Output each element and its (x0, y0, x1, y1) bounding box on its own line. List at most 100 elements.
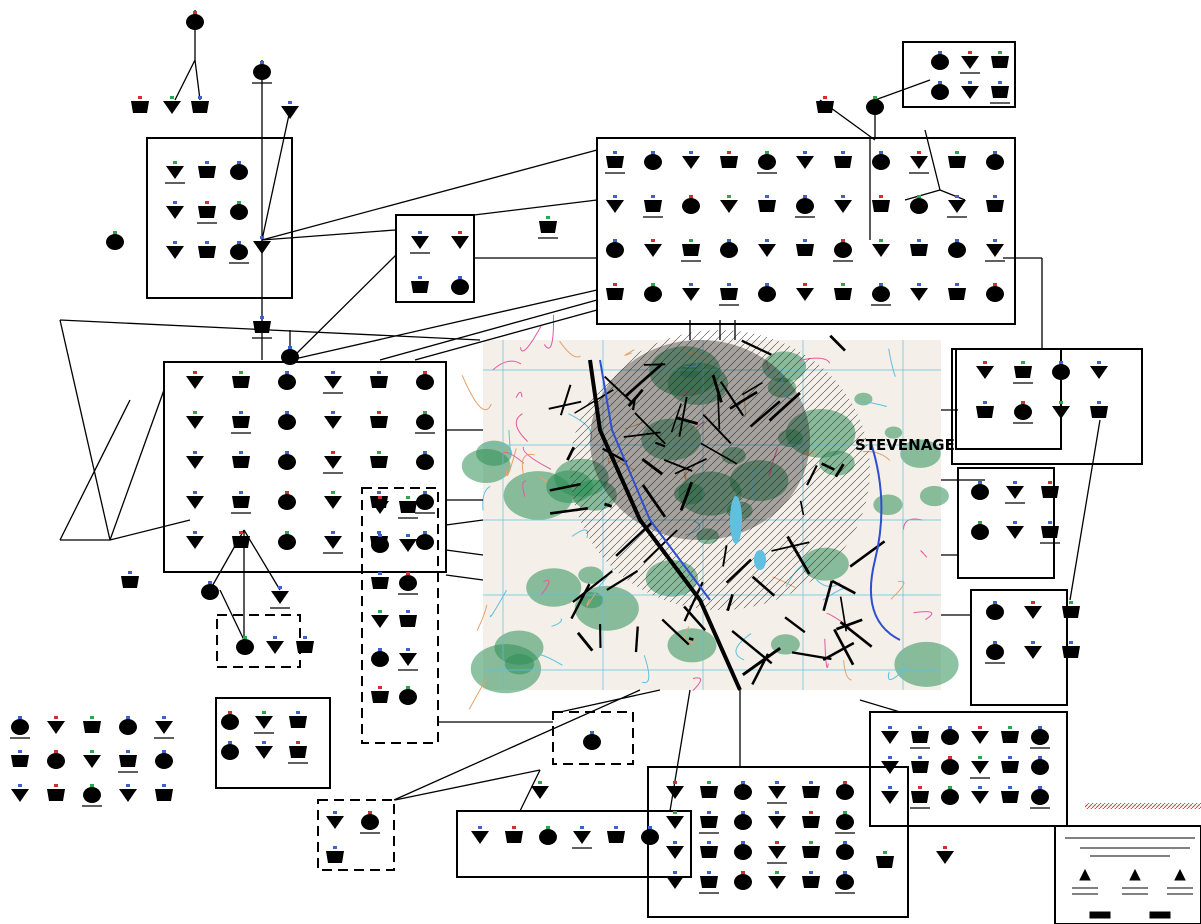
device-node[interactable] (278, 491, 296, 510)
base-map[interactable]: STEVENAGE (462, 315, 959, 709)
device-node[interactable] (278, 451, 296, 470)
device-node[interactable] (881, 786, 899, 804)
device-node[interactable] (986, 195, 1004, 212)
device-node[interactable] (266, 636, 284, 654)
device-node[interactable] (371, 572, 389, 589)
device-node[interactable] (758, 195, 776, 212)
device-node[interactable] (278, 411, 296, 430)
device-node[interactable] (872, 239, 890, 257)
device-node[interactable] (767, 841, 787, 863)
device-node[interactable] (720, 151, 738, 168)
device-node[interactable] (323, 531, 343, 553)
device-node[interactable] (682, 195, 700, 214)
device-node[interactable] (835, 871, 855, 893)
device-node[interactable] (281, 346, 299, 365)
device-node[interactable] (323, 371, 343, 393)
device-node[interactable] (644, 151, 662, 170)
device-node[interactable] (985, 239, 1005, 261)
device-node[interactable] (976, 401, 994, 418)
device-node[interactable] (236, 636, 254, 655)
device-node[interactable] (538, 216, 558, 238)
device-node[interactable] (681, 239, 701, 261)
device-node[interactable] (1062, 641, 1080, 658)
device-node[interactable] (872, 151, 890, 170)
device-node[interactable] (881, 726, 899, 744)
device-node[interactable] (796, 239, 814, 256)
device-node[interactable] (118, 750, 138, 772)
device-node[interactable] (796, 283, 814, 301)
device-node[interactable] (326, 811, 344, 829)
device-node[interactable] (255, 741, 273, 759)
device-node[interactable] (231, 411, 251, 433)
device-node[interactable] (83, 716, 101, 733)
device-node[interactable] (666, 871, 684, 889)
device-node[interactable] (816, 96, 834, 113)
device-node[interactable] (1005, 481, 1025, 503)
device-node[interactable] (155, 750, 173, 769)
device-node[interactable] (231, 491, 251, 513)
device-node[interactable] (1013, 361, 1033, 383)
device-node[interactable] (881, 756, 899, 774)
device-node[interactable] (757, 151, 777, 173)
device-node[interactable] (795, 195, 815, 217)
device-node[interactable] (909, 151, 929, 173)
device-node[interactable] (971, 786, 989, 804)
device-node[interactable] (163, 96, 181, 114)
device-node[interactable] (415, 411, 435, 433)
device-node[interactable] (471, 826, 489, 844)
device-node[interactable] (1013, 401, 1033, 423)
device-node[interactable] (186, 411, 204, 429)
device-node[interactable] (1001, 756, 1019, 773)
device-node[interactable] (399, 534, 417, 552)
device-node[interactable] (121, 571, 139, 588)
device-node[interactable] (539, 826, 557, 845)
device-node[interactable] (296, 636, 314, 653)
device-node[interactable] (948, 283, 966, 300)
device-node[interactable] (198, 161, 216, 178)
device-node[interactable] (370, 451, 388, 468)
device-node[interactable] (910, 786, 930, 808)
device-node[interactable] (872, 195, 890, 212)
device-node[interactable] (1062, 601, 1080, 618)
device-node[interactable] (232, 531, 250, 548)
device-node[interactable] (416, 451, 434, 470)
device-node[interactable] (324, 491, 342, 509)
device-node[interactable] (911, 756, 929, 773)
device-node[interactable] (699, 871, 719, 893)
device-node[interactable] (947, 195, 967, 217)
device-node[interactable] (960, 51, 980, 73)
device-node[interactable] (734, 841, 752, 860)
device-node[interactable] (416, 371, 434, 390)
device-node[interactable] (666, 841, 684, 859)
device-node[interactable] (833, 239, 853, 261)
device-node[interactable] (666, 811, 684, 829)
device-node[interactable] (948, 151, 966, 168)
device-node[interactable] (796, 151, 814, 169)
device-node[interactable] (1001, 726, 1019, 743)
device-node[interactable] (326, 846, 344, 863)
device-node[interactable] (371, 610, 389, 628)
device-node[interactable] (682, 283, 700, 301)
device-node[interactable] (835, 811, 855, 833)
device-node[interactable] (971, 726, 989, 744)
device-node[interactable] (802, 841, 820, 858)
device-node[interactable] (1090, 361, 1108, 379)
device-node[interactable] (941, 786, 959, 805)
device-node[interactable] (699, 811, 719, 833)
device-node[interactable] (281, 101, 299, 119)
device-node[interactable] (11, 750, 29, 767)
device-node[interactable] (221, 741, 239, 760)
device-node[interactable] (802, 781, 820, 798)
device-node[interactable] (221, 711, 239, 730)
device-node[interactable] (1052, 361, 1070, 380)
device-node[interactable] (700, 781, 718, 798)
device-node[interactable] (323, 451, 343, 473)
device-node[interactable] (720, 239, 738, 258)
device-node[interactable] (289, 711, 307, 728)
device-node[interactable] (976, 361, 994, 379)
device-node[interactable] (802, 871, 820, 888)
device-node[interactable] (201, 581, 219, 600)
device-node[interactable] (910, 283, 928, 301)
device-node[interactable] (186, 531, 204, 549)
device-node[interactable] (1024, 641, 1042, 659)
